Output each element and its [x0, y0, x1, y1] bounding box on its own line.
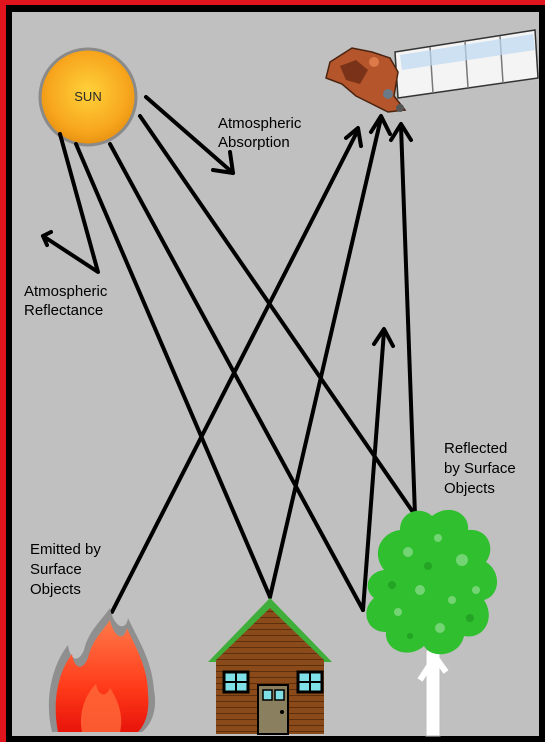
reflected-by-surface-label: Reflected by Surface Objects: [444, 440, 520, 497]
sun-to-house-ray: [76, 144, 270, 597]
tree-icon: [366, 510, 497, 736]
sun-label: SUN: [74, 89, 101, 104]
sun-icon: SUN: [40, 49, 136, 145]
atmospheric-reflectance-label: Atmospheric Reflectance: [24, 283, 112, 319]
radiation-arrows: [43, 97, 415, 612]
reflectance-arrow: [43, 134, 98, 272]
emitted-by-surface-label: Emitted by Surface Objects: [30, 541, 105, 598]
fire-icon: [49, 608, 155, 732]
tree-reflection-ray: [363, 331, 384, 610]
satellite-icon: [326, 30, 538, 112]
house-icon: [208, 598, 332, 734]
atmospheric-absorption-label: Atmospheric Absorption: [218, 115, 306, 151]
treetop-reflection-ray: [401, 126, 415, 515]
